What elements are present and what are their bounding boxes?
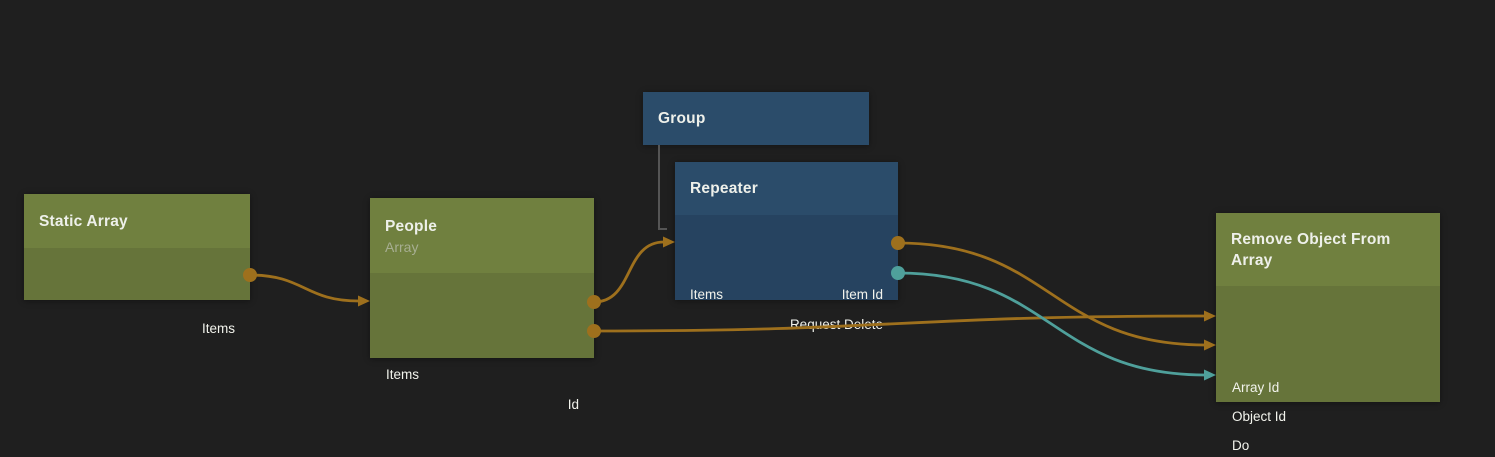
port-label: Items	[386, 367, 420, 382]
wire[interactable]	[896, 241, 1207, 347]
wire[interactable]	[592, 314, 1207, 333]
node-repeater-body: Items Item Id Request Delete	[675, 215, 898, 332]
edge-static-array-items-to-people-items[interactable]	[243, 268, 370, 307]
port-label-item-id-output: Item Id	[841, 287, 883, 302]
wire[interactable]	[592, 240, 666, 304]
port-dot[interactable]	[243, 268, 257, 282]
wire[interactable]	[248, 273, 361, 303]
node-people-header[interactable]: People Array	[370, 198, 594, 273]
port-dot[interactable]	[891, 236, 905, 250]
port-dot[interactable]	[587, 295, 601, 309]
edge-repeater-request-delete-to-remove-do[interactable]	[891, 266, 1216, 381]
node-people[interactable]: People Array Items Id	[370, 198, 594, 412]
node-people-body: Items Id	[370, 273, 594, 412]
node-title: Static Array	[39, 212, 128, 230]
port-label-items-input: Items	[690, 287, 724, 302]
port-label: Id	[567, 397, 579, 412]
port-label: Array Id	[1232, 380, 1280, 395]
port-remove-array-id-input[interactable]: Array Id	[1216, 377, 1440, 399]
node-remove-object-from-array[interactable]: Remove Object From Array Array Id Object…	[1216, 213, 1440, 453]
parent-link-group-to-repeater[interactable]	[658, 145, 667, 230]
port-label: Items	[201, 321, 235, 336]
port-repeater-items-and-item-id[interactable]: Items Item Id	[675, 284, 898, 306]
port-label: Object Id	[1232, 409, 1287, 424]
node-static-array[interactable]: Static Array Items	[24, 194, 250, 336]
node-repeater-header[interactable]: Repeater	[675, 162, 898, 215]
port-remove-do-input[interactable]: Do	[1216, 435, 1440, 457]
port-remove-object-id-input[interactable]: Object Id	[1216, 406, 1440, 428]
node-remove-header[interactable]: Remove Object From Array	[1216, 213, 1440, 286]
port-dot[interactable]	[891, 266, 905, 280]
node-title: Repeater	[690, 180, 758, 197]
node-title: People	[385, 217, 438, 235]
wire[interactable]	[896, 271, 1207, 377]
node-repeater[interactable]: Repeater Items Item Id Request Delete	[675, 162, 898, 332]
node-static-array-body: Items	[24, 248, 250, 336]
node-group[interactable]: Group	[643, 92, 869, 145]
node-remove-body: Array Id Object Id Do	[1216, 286, 1440, 453]
node-group-header[interactable]: Group	[643, 92, 869, 145]
node-subtitle: Array	[385, 238, 419, 255]
port-dot[interactable]	[587, 324, 601, 338]
node-static-array-header[interactable]: Static Array	[24, 194, 250, 248]
port-people-items[interactable]: Items	[370, 364, 594, 386]
node-title: Group	[658, 110, 706, 127]
edge-repeater-item-id-to-remove-object-id[interactable]	[891, 236, 1216, 351]
node-title: Remove Object From Array	[1231, 230, 1391, 269]
port-people-id-output[interactable]: Id	[370, 394, 594, 416]
port-label: Do	[1232, 438, 1250, 453]
edge-people-items-to-repeater-items[interactable]	[587, 236, 675, 310]
port-static-array-items-output[interactable]: Items	[24, 318, 250, 340]
